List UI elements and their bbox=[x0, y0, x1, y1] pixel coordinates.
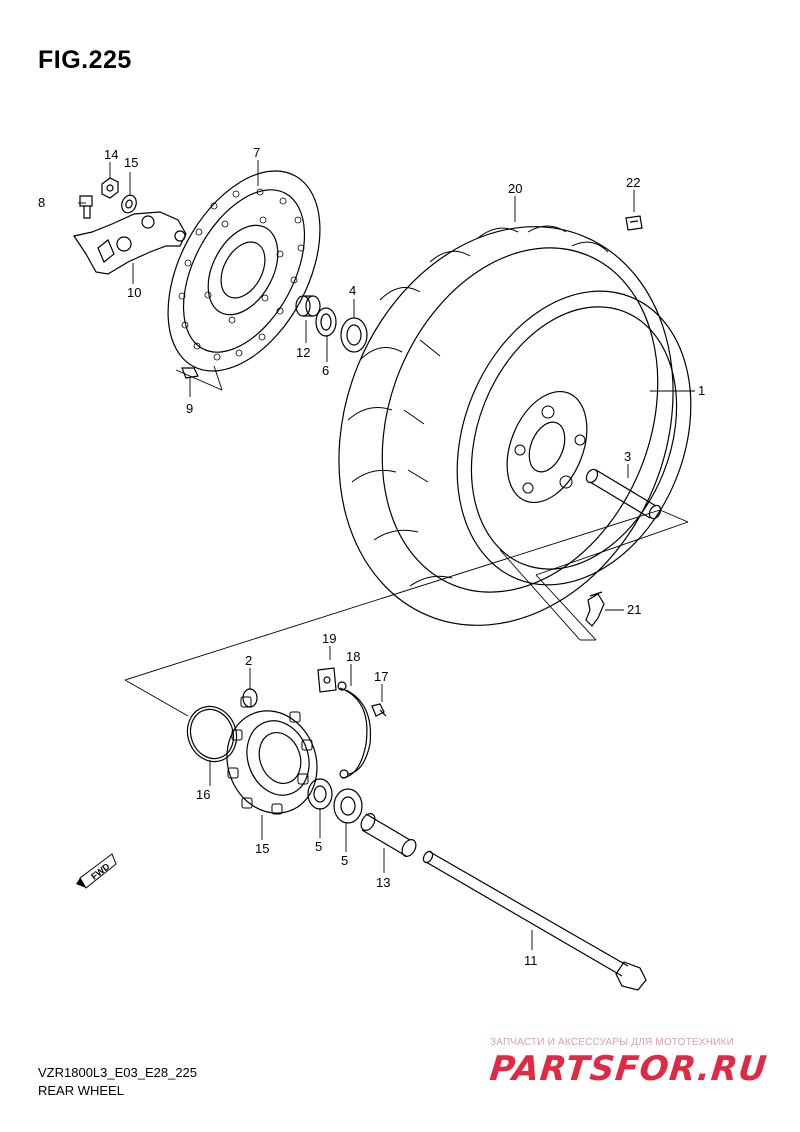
caliper-bracket bbox=[73, 211, 187, 275]
callout-9: 10 bbox=[127, 285, 142, 300]
callout-18: 17 bbox=[374, 669, 389, 684]
callout-22: 21 bbox=[627, 602, 642, 617]
callout-3: 3 bbox=[624, 449, 632, 464]
callout-4: 4 bbox=[349, 283, 357, 298]
callout-21: 20 bbox=[508, 181, 523, 196]
callout-12: 12 bbox=[296, 345, 311, 360]
callout-10: 8 bbox=[38, 195, 46, 210]
axle-11 bbox=[422, 850, 647, 991]
hub-16 bbox=[226, 696, 318, 815]
callout-2: 2 bbox=[245, 653, 253, 668]
callout-14: 14 bbox=[104, 147, 119, 162]
circlip-19 bbox=[337, 681, 372, 779]
axle-stub-3 bbox=[585, 468, 662, 520]
bolt-18 bbox=[371, 703, 387, 717]
model-code: VZR1800L3_E03_E28_225 bbox=[38, 1065, 198, 1080]
watermark-tagline: ЗАПЧАСТИ И АКСЕССУАРЫ ДЛЯ МОТОТЕХНИКИ bbox=[490, 1037, 735, 1048]
spacer-12 bbox=[295, 295, 321, 317]
seal-6 bbox=[315, 307, 337, 337]
bolt-8 bbox=[181, 367, 199, 379]
figure-title: FIG.225 bbox=[38, 46, 132, 74]
callout-8: 9 bbox=[186, 401, 194, 416]
nut-14 bbox=[101, 177, 119, 199]
callout-17: 16 bbox=[196, 787, 211, 802]
bearing-5b bbox=[333, 788, 363, 824]
callout-6: 6 bbox=[322, 363, 330, 378]
bolt-10 bbox=[79, 195, 93, 219]
o-ring-17 bbox=[186, 705, 238, 763]
brake-disc bbox=[167, 170, 321, 372]
callout-20: 19 bbox=[322, 631, 337, 646]
forward-direction-arrow-icon: FWD bbox=[76, 853, 117, 889]
washer-15 bbox=[121, 194, 137, 214]
callout-1: 1 bbox=[698, 383, 706, 398]
callout-23: 22 bbox=[626, 175, 641, 190]
callout-5-lower: 5 bbox=[341, 853, 349, 868]
section-name: REAR WHEEL bbox=[38, 1083, 124, 1098]
bearing-5a bbox=[307, 778, 333, 810]
callout-13: 13 bbox=[376, 875, 391, 890]
leader-lines bbox=[78, 160, 695, 950]
valve-22 bbox=[585, 591, 605, 627]
callout-19: 18 bbox=[346, 649, 361, 664]
plate-20 bbox=[317, 667, 337, 693]
clip-23 bbox=[625, 215, 643, 231]
callout-5-upper: 5 bbox=[315, 839, 323, 854]
spacer-2 bbox=[242, 688, 258, 708]
watermark-logo: PARTSFOR.RU bbox=[487, 1049, 770, 1089]
callout-15: 15 bbox=[124, 155, 139, 170]
spacer-13 bbox=[360, 813, 417, 857]
assembly-outline bbox=[124, 365, 689, 717]
callout-11: 11 bbox=[524, 953, 538, 968]
bearing-4 bbox=[340, 317, 368, 353]
callout-7: 7 bbox=[253, 145, 261, 160]
tire-and-wheel bbox=[338, 225, 692, 626]
callout-16: 15 bbox=[255, 841, 270, 856]
